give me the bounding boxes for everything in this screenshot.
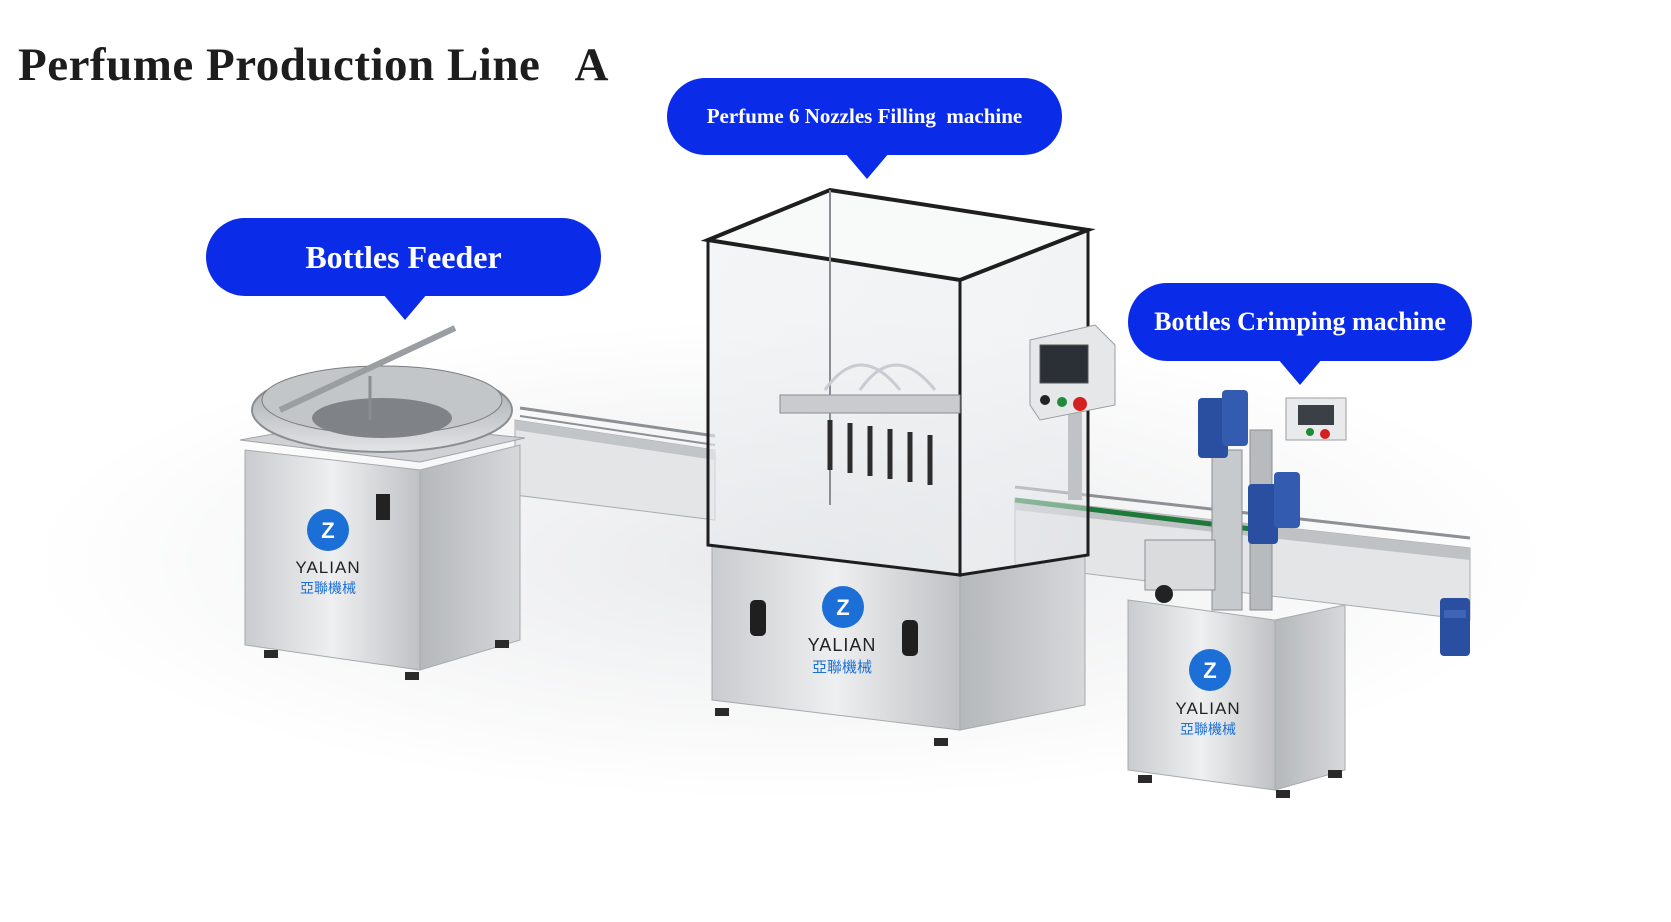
brand-filler: YALIAN 亞聯機械: [797, 635, 887, 677]
brand-name: YALIAN: [1175, 699, 1241, 718]
crimp-motor-3: [1248, 484, 1278, 544]
page-title: Perfume Production Line A: [18, 39, 609, 91]
callout-label: Bottles Feeder: [305, 238, 502, 275]
svg-text:Z: Z: [836, 595, 849, 620]
yalian-logo-crimper: [1189, 649, 1231, 691]
callout-pointer: [383, 294, 427, 320]
svg-text:Z: Z: [321, 518, 334, 543]
svg-text:Z: Z: [1203, 658, 1216, 683]
crimp-motor-2: [1222, 390, 1248, 446]
callout-bubble: Bottles Crimping machine: [1128, 283, 1472, 361]
yalian-logo-filler: [822, 586, 864, 628]
callout-label: Perfume 6 Nozzles Filling machine: [706, 104, 1023, 128]
callout-pointer: [845, 153, 889, 179]
callout-crimping-machine: Bottles Crimping machine: [1128, 283, 1472, 388]
bottles-feeder: Z: [239, 325, 526, 680]
callout-filling-machine: Perfume 6 Nozzles Filling machine: [667, 78, 1062, 182]
brand-feeder: YALIAN 亞聯機械: [285, 558, 371, 598]
brand-subtitle: 亞聯機械: [811, 659, 872, 676]
callout-bottles-feeder: Bottles Feeder: [206, 218, 601, 328]
crimp-motor-1: [1198, 398, 1228, 458]
callout-label: Bottles Crimping machine: [1154, 307, 1446, 336]
brand-name: YALIAN: [295, 558, 361, 577]
yalian-logo-feeder: [307, 509, 349, 551]
callout-bubble: Perfume 6 Nozzles Filling machine: [667, 78, 1062, 155]
crimping-machine: Z: [1127, 390, 1347, 798]
callout-bubble: Bottles Feeder: [206, 218, 601, 296]
filling-machine: Z: [700, 187, 1116, 746]
brand-name: YALIAN: [807, 635, 877, 655]
conveyor-motor: [1440, 598, 1470, 656]
callout-pointer: [1278, 359, 1322, 385]
crimp-motor-4: [1274, 472, 1300, 528]
brand-subtitle: 亞聯機械: [1180, 721, 1236, 737]
brand-crimper: YALIAN 亞聯機械: [1165, 699, 1251, 739]
brand-subtitle: 亞聯機械: [300, 580, 356, 596]
